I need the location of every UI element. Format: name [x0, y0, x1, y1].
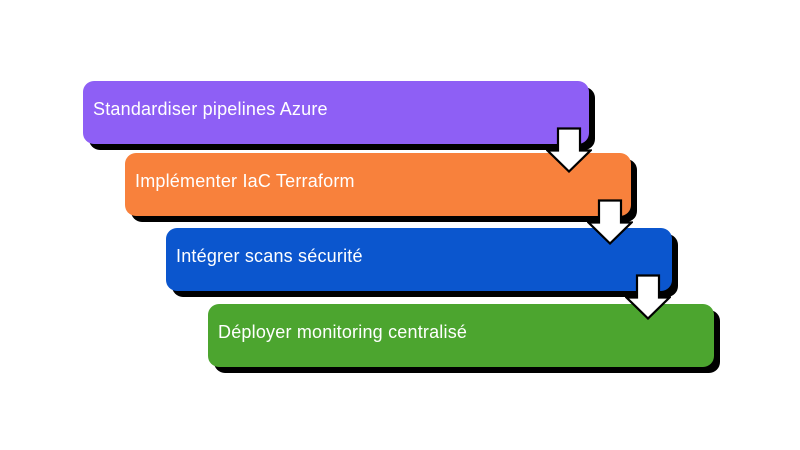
down-arrow-icon: [625, 274, 671, 320]
down-arrow-icon: [587, 199, 633, 245]
step-box-3: Intégrer scans sécurité: [166, 228, 672, 291]
step-label-4: Déployer monitoring centralisé: [218, 322, 468, 342]
step-box-1: Standardiser pipelines Azure: [83, 81, 589, 144]
step-box-2: Implémenter IaC Terraform: [125, 153, 631, 216]
step-box-4: Déployer monitoring centralisé: [208, 304, 714, 367]
down-arrow-icon: [546, 127, 592, 173]
step-label-2: Implémenter IaC Terraform: [135, 171, 355, 191]
step-label-1: Standardiser pipelines Azure: [93, 99, 328, 119]
step-label-3: Intégrer scans sécurité: [176, 246, 363, 266]
